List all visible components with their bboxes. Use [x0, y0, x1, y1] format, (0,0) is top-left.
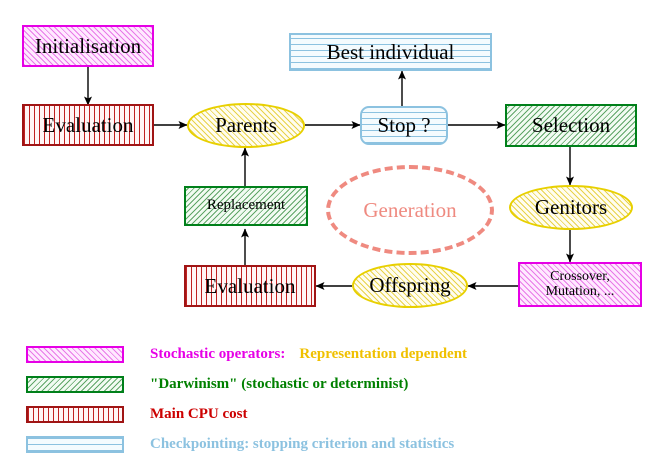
node-best-individual-label: Best individual [326, 39, 455, 64]
node-evaluation-top-label: Evaluation [42, 112, 134, 137]
legend-row-checkpointing: Checkpointing: stopping criterion and st… [26, 436, 454, 453]
node-selection[interactable]: Selection [505, 104, 637, 147]
legend-label-stochastic-operators: Stochastic operators: Representation depe… [150, 346, 467, 363]
node-crossover-mutation[interactable]: Crossover, Mutation, ... [518, 262, 642, 307]
legend-swatch-vertical-red-icon [26, 406, 124, 423]
node-generation-label: Generation [363, 197, 457, 222]
legend-text-main: Stochastic operators: [150, 346, 286, 362]
legend-label-darwinism: "Darwinism" (stochastic or determinist) [150, 376, 409, 392]
node-offspring[interactable]: Offspring [352, 263, 468, 308]
node-parents-label: Parents [215, 113, 277, 138]
node-offspring-label: Offspring [369, 273, 451, 298]
node-evaluation-bottom-label: Evaluation [204, 273, 296, 298]
node-crossover-mutation-line2: Mutation, ... [545, 283, 615, 299]
node-crossover-mutation-line1: Crossover, [550, 268, 610, 284]
node-stop-label: Stop ? [377, 113, 431, 138]
legend-row-stochastic-operators: Stochastic operators: Representation depe… [26, 346, 467, 363]
legend-label-checkpointing: Checkpointing: stopping criterion and st… [150, 436, 455, 452]
legend-text-accent: Representation dependent [299, 346, 468, 362]
node-parents[interactable]: Parents [187, 103, 305, 148]
legend-row-darwinism: "Darwinism" (stochastic or determinist) [26, 376, 408, 393]
node-genitors-label: Genitors [534, 195, 608, 220]
node-evaluation-bottom[interactable]: Evaluation [184, 265, 316, 307]
node-initialisation[interactable]: Initialisation [22, 25, 154, 67]
legend-swatch-diagonal-magenta-icon [26, 346, 124, 363]
node-generation-loop: Generation [326, 165, 494, 255]
legend-row-main-cpu-cost: Main CPU cost [26, 406, 248, 423]
legend-swatch-diagonal-green-icon [26, 376, 124, 393]
node-best-individual[interactable]: Best individual [289, 33, 492, 71]
legend-swatch-horizontal-blue-icon [26, 436, 124, 453]
node-stop[interactable]: Stop ? [360, 106, 448, 145]
node-initialisation-label: Initialisation [34, 33, 142, 58]
node-evaluation-top[interactable]: Evaluation [22, 104, 154, 146]
node-replacement[interactable]: Replacement [184, 186, 308, 226]
legend-label-main-cpu-cost: Main CPU cost [150, 406, 248, 422]
node-replacement-label: Replacement [206, 197, 286, 214]
node-selection-label: Selection [531, 113, 611, 138]
legend: Stochastic operators: Representation depe… [0, 340, 662, 471]
node-genitors[interactable]: Genitors [509, 185, 633, 230]
